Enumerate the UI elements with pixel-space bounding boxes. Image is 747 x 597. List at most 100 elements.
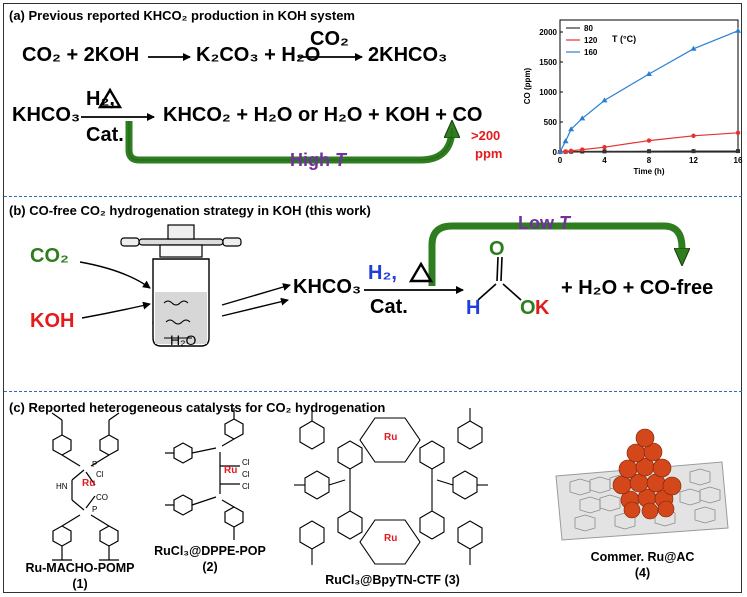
- heat-triangle-icon-b: [408, 261, 434, 283]
- catalyst-1-num: (1): [72, 577, 88, 591]
- heat-triangle-icon: [97, 87, 123, 109]
- structure-2-icon: [165, 408, 244, 540]
- catalyst-4-name: Commer. Ru@AC: [590, 550, 695, 564]
- data-point-120: [602, 145, 607, 150]
- eq2-cond-bottom: Cat.: [86, 124, 124, 146]
- ru-atom-3b: Ru: [384, 533, 398, 544]
- ppm-value: >200: [471, 128, 501, 143]
- data-point-80: [602, 149, 607, 154]
- cl-atom-2: Cl: [242, 458, 250, 467]
- data-point-80: [736, 149, 740, 154]
- ru-atom-2: Ru: [224, 465, 238, 476]
- x-axis-label: Time (h): [634, 167, 665, 176]
- khco3-label: KHCO₃: [293, 276, 362, 298]
- eq1-arrow-label: CO₂: [310, 28, 349, 50]
- eq2-reactant: KHCO₃: [12, 104, 81, 126]
- legend-entry-120: 120: [584, 36, 598, 45]
- x-tick-label: 8: [647, 156, 652, 165]
- low-t-text: Low: [518, 213, 554, 233]
- chart-plot-area: [559, 19, 739, 153]
- data-point-120: [580, 147, 585, 152]
- ppm-unit: ppm: [475, 146, 503, 161]
- p-atom-1b: P: [92, 505, 98, 514]
- koh-feed-arrow: [81, 301, 151, 319]
- eq2-products: KHCO₂ + H₂O or H₂O + KOH + CO: [163, 104, 483, 126]
- series-line-160: [559, 30, 739, 153]
- formate-h: H: [466, 297, 481, 319]
- legend-entry-80: 80: [584, 24, 593, 33]
- catalyst-4-num: (4): [634, 566, 651, 580]
- high-t-arrow: [125, 121, 452, 164]
- co-atom-1: CO: [96, 493, 108, 502]
- co2-feed-arrow: [79, 261, 151, 289]
- data-point-160: [735, 27, 741, 33]
- high-t-var: T: [335, 150, 347, 170]
- data-point-120: [563, 149, 568, 154]
- catalyst-2-name: RuCl₃@DPPE-POP: [154, 544, 266, 558]
- cl-atom-2b: Cl: [242, 470, 250, 479]
- x-tick-label: 16: [734, 156, 743, 165]
- eq2-cond-top: H₂,: [86, 88, 115, 110]
- panel-divider-bc: [4, 391, 742, 392]
- x-tick-label: 4: [602, 156, 607, 165]
- y-tick-label: 500: [544, 118, 558, 127]
- eq1-right: 2KHCO₃: [368, 44, 448, 66]
- formate-k: K: [535, 297, 550, 319]
- data-point-160: [579, 115, 586, 121]
- data-point-120: [568, 148, 574, 153]
- reactor-vessel-icon: [120, 224, 242, 347]
- data-point-160: [562, 138, 569, 144]
- data-point-160: [568, 126, 575, 132]
- data-point-120: [646, 138, 652, 143]
- h2-label: H₂,: [368, 262, 397, 284]
- data-point-160: [557, 149, 563, 154]
- products-b: + H₂O + CO-free: [561, 277, 714, 299]
- catalyst-1-name: Ru-MACHO-POMP: [25, 561, 135, 575]
- y-tick-label: 2000: [539, 28, 557, 37]
- y-axis-label: CO (ppm): [523, 67, 532, 104]
- low-t-label: Low T: [518, 213, 570, 234]
- product-arrow-2: [221, 297, 289, 317]
- structure-1-icon: [51, 412, 120, 561]
- panel-divider-ab: [4, 196, 742, 197]
- data-point-80: [647, 149, 651, 154]
- panel-c-title: (c) Reported heterogeneous catalysts for…: [9, 400, 386, 415]
- product-arrow-1: [221, 283, 291, 306]
- cat-label-b: Cat.: [370, 296, 408, 318]
- data-point-120: [735, 130, 741, 135]
- panel-a-title: (a) Previous reported KHCO₂ production i…: [9, 8, 355, 23]
- cl-atom-2c: Cl: [242, 482, 250, 491]
- high-t-label: High T: [290, 150, 346, 171]
- low-t-arrow: [428, 222, 682, 286]
- formate-o: O: [520, 297, 536, 319]
- x-tick-label: 12: [689, 156, 698, 165]
- eq1-mid: K₂CO₃ + H₂O: [196, 44, 321, 66]
- y-tick-label: 1500: [539, 58, 557, 67]
- y-tick-label: 0: [553, 148, 558, 157]
- koh-label: KOH: [30, 310, 75, 332]
- catalyst-2-num: (2): [202, 560, 218, 574]
- hn-atom-1: HN: [56, 482, 68, 491]
- formate-bond-co: [496, 256, 499, 282]
- p-atom-1: P: [92, 460, 98, 469]
- ru-on-carbon-render: [555, 428, 729, 541]
- ru-atom-3a: Ru: [384, 432, 398, 443]
- data-point-80: [691, 149, 696, 154]
- high-t-text: High: [290, 150, 330, 170]
- low-t-var: T: [559, 213, 571, 233]
- co2-label: CO₂: [30, 245, 69, 267]
- structure-3-icon: [294, 408, 488, 565]
- data-point-160: [690, 45, 697, 51]
- y-tick-label: 1000: [539, 88, 557, 97]
- legend-title: T (°C): [612, 34, 636, 44]
- cl-atom-1: Cl: [96, 470, 104, 479]
- data-point-120: [691, 133, 696, 138]
- legend-entry-160: 160: [584, 48, 598, 57]
- ru-atom-1: Ru: [82, 478, 96, 489]
- x-tick-label: 0: [558, 156, 563, 165]
- eq1-left: CO₂ + 2KOH: [22, 44, 140, 66]
- data-point-160: [646, 71, 652, 76]
